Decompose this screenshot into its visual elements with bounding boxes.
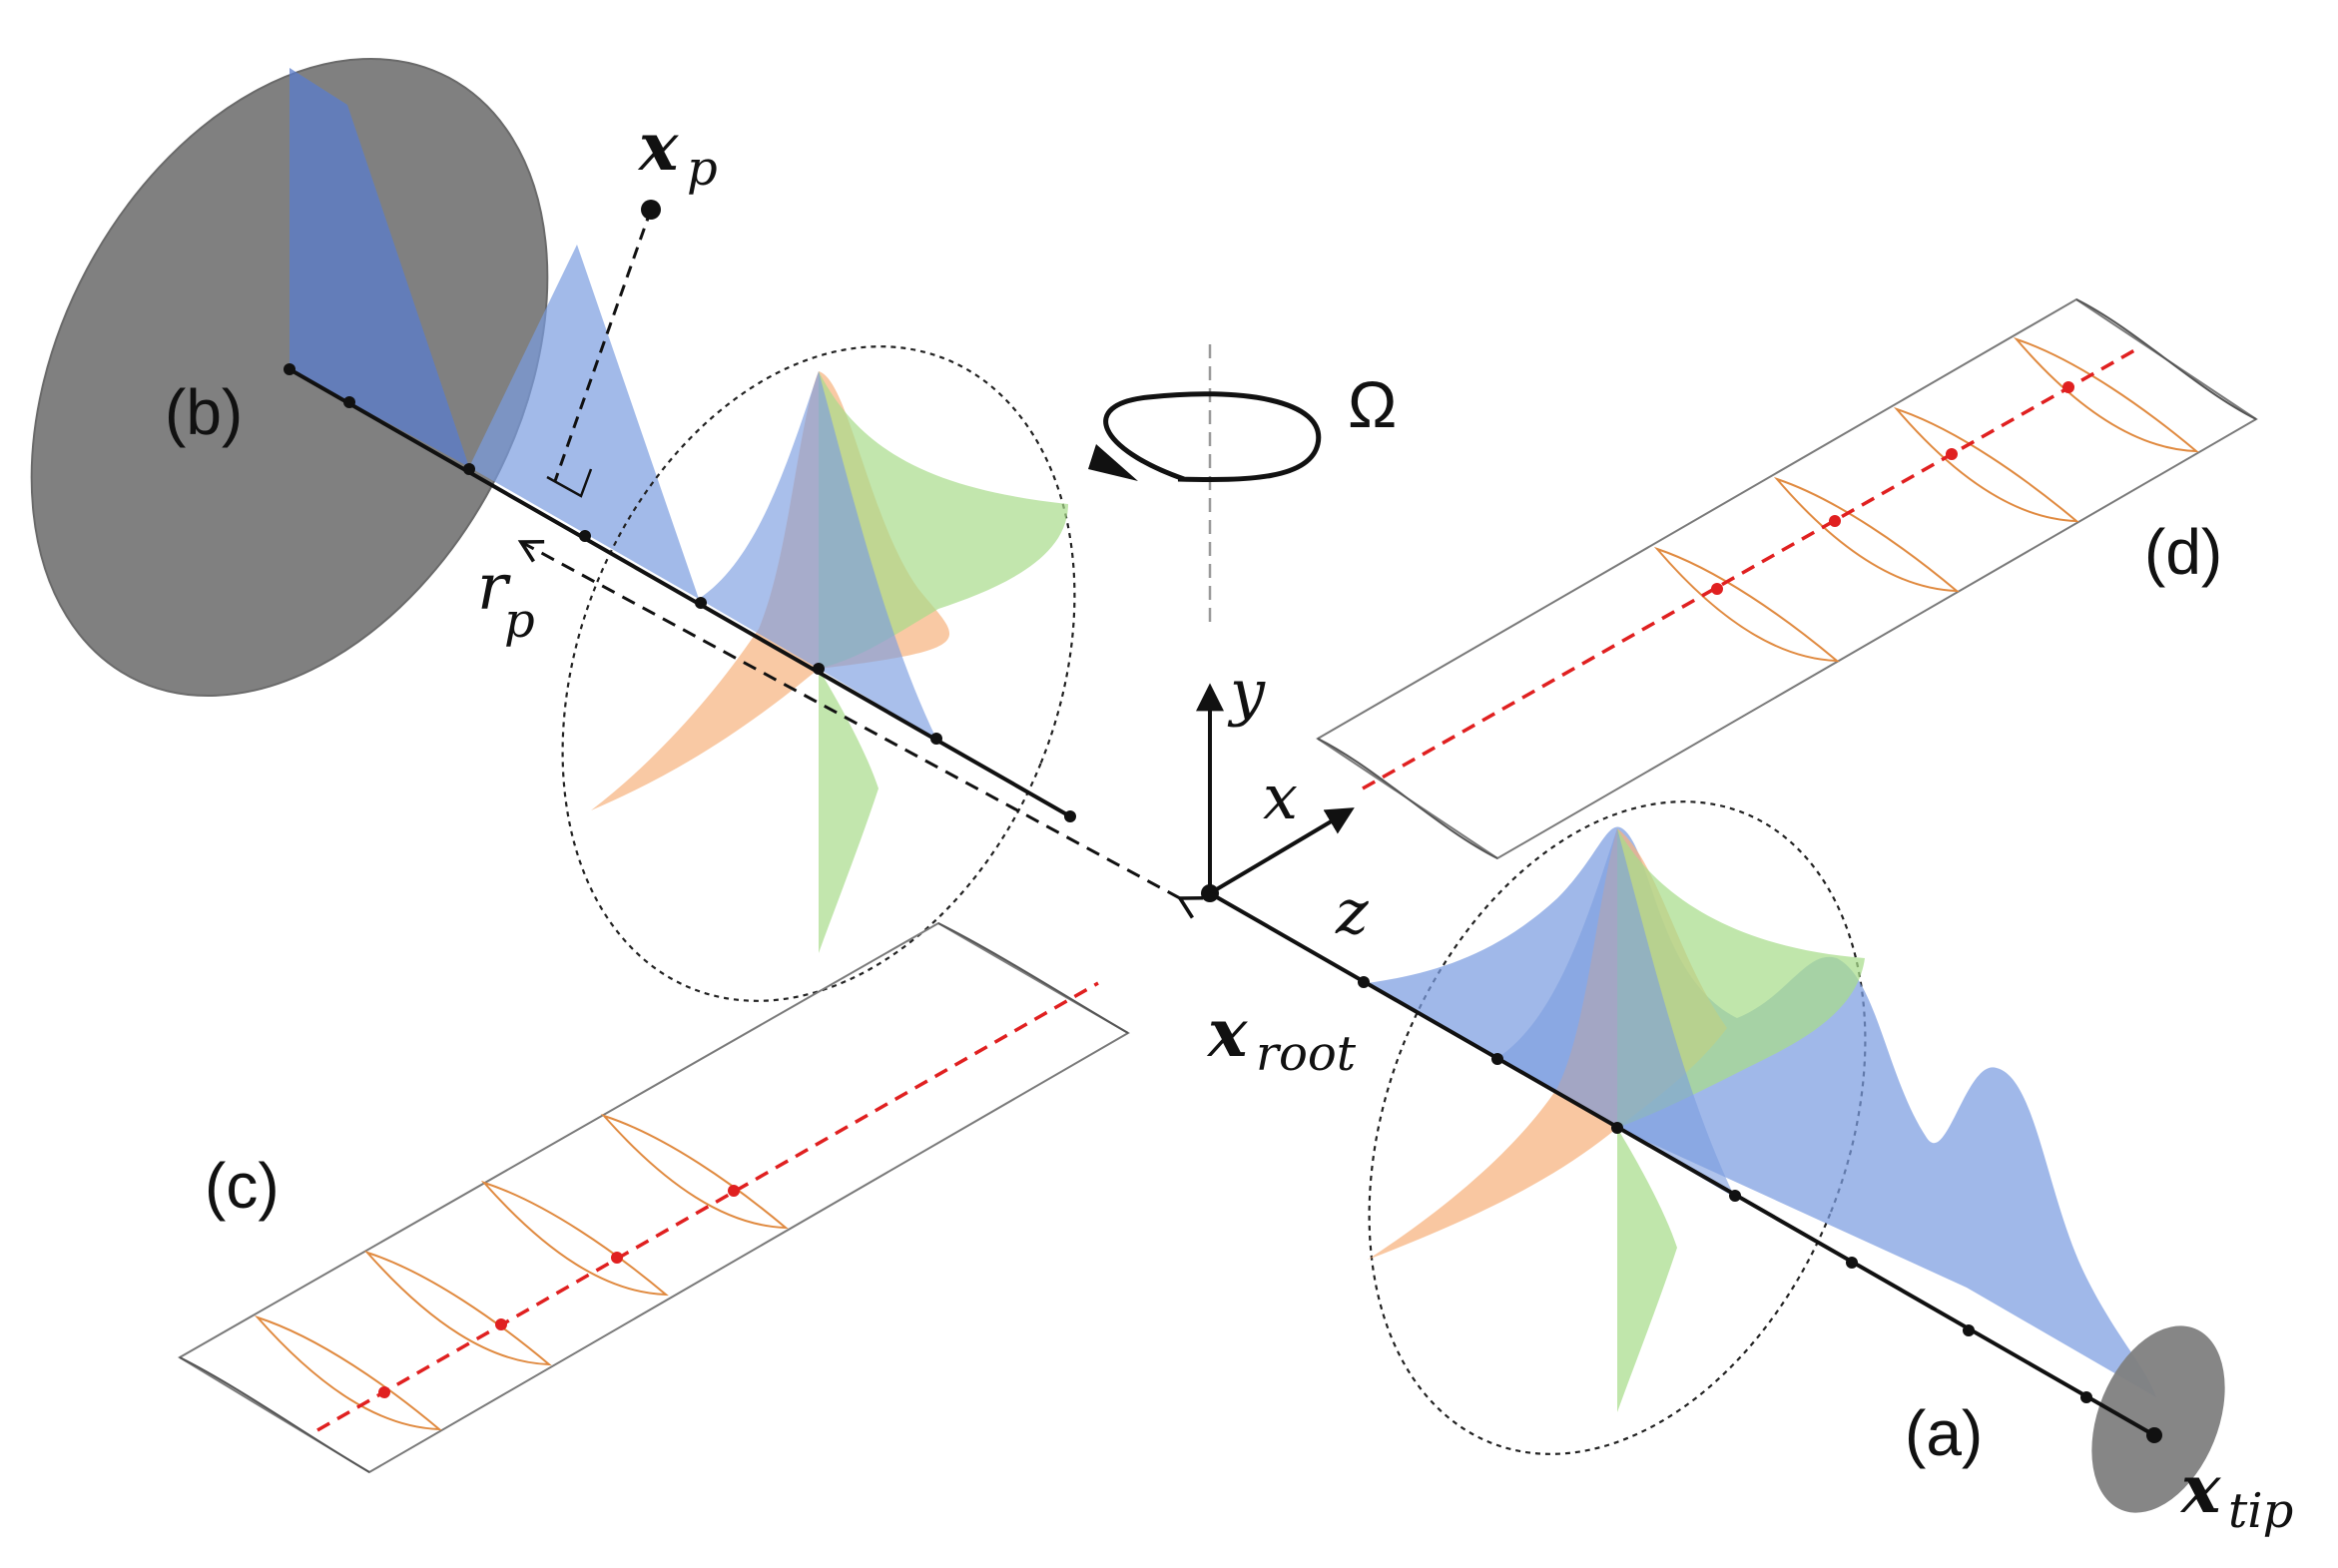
- label-rp-sub: p: [504, 593, 535, 649]
- force-distribution-blue: [1368, 826, 2156, 1397]
- label-panel-a: (a): [1905, 1397, 1983, 1469]
- label-xp: x: [637, 108, 679, 186]
- xp-point: [641, 200, 661, 220]
- blade-force-triangle-on-disc: [290, 68, 469, 467]
- label-axis-x: x: [1263, 761, 1298, 833]
- right-angle-mark: [546, 468, 593, 498]
- label-omega: Ω: [1348, 367, 1397, 441]
- label-axis-z: z: [1335, 875, 1369, 948]
- kernel-blue-right: [1497, 828, 1735, 1198]
- label-xp-sub: p: [687, 141, 718, 197]
- kernel-green-down-left: [819, 669, 878, 953]
- blade-force-triangle-mid: [469, 245, 699, 599]
- omega-rotation-arrow: [1103, 391, 1322, 483]
- xp-projection-line: [553, 209, 653, 482]
- blade-section-d: [1316, 297, 2258, 860]
- label-panel-c: (c): [205, 1150, 280, 1222]
- label-xroot: x: [1206, 994, 1248, 1072]
- label-panel-b: (b): [165, 376, 243, 448]
- label-rp: r: [477, 551, 511, 625]
- label-xroot-sub: root: [1256, 1026, 1357, 1082]
- kernel-green-down-right: [1617, 1128, 1677, 1412]
- rp-arrow: [517, 539, 1204, 919]
- label-axis-y: y: [1227, 656, 1266, 729]
- blade-section-c: [178, 921, 1130, 1474]
- actuator-points-right: [1358, 976, 2162, 1443]
- label-xtip: x: [2179, 1450, 2221, 1528]
- label-xtip-sub: tip: [2228, 1483, 2293, 1539]
- rotor-disc-tip: [2091, 1325, 2225, 1513]
- label-panel-d: (d): [2144, 516, 2222, 588]
- omega-arrowhead: [1088, 444, 1138, 481]
